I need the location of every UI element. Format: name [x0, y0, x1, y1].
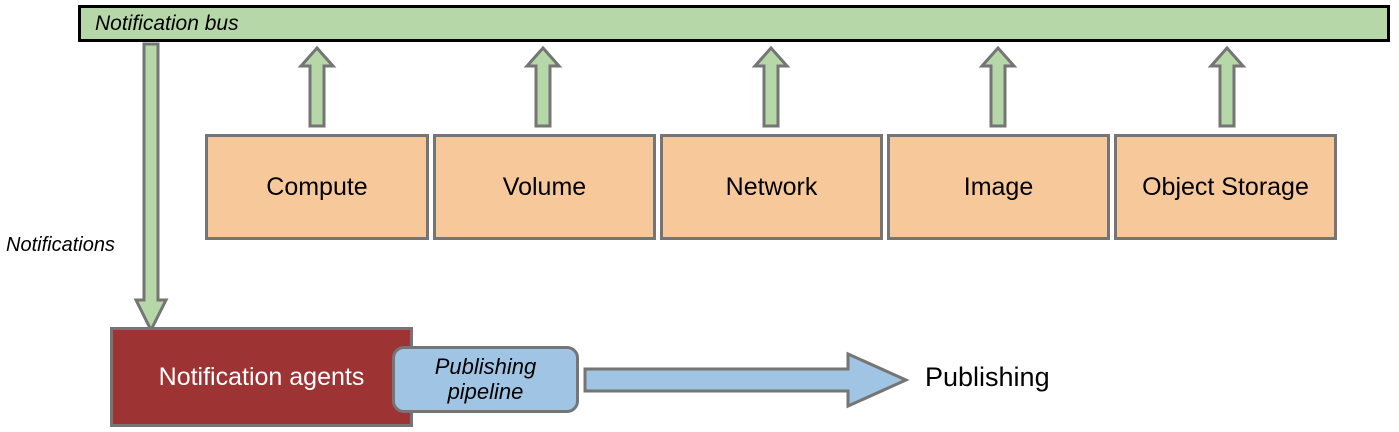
service-box-image[interactable]: Image [887, 134, 1110, 240]
notification-agents-label: Notification agents [158, 362, 365, 391]
publishing-pipeline-box[interactable]: Publishing pipeline [392, 346, 579, 413]
service-label-object-storage: Object Storage [1142, 172, 1309, 201]
notification-bus-label: Notification bus [95, 12, 239, 35]
service-box-object-storage[interactable]: Object Storage [1114, 134, 1337, 240]
publishing-label: Publishing [925, 362, 1050, 392]
notification-bus-bar: Notification bus [78, 5, 1390, 42]
service-box-compute[interactable]: Compute [205, 134, 429, 240]
service-box-network[interactable]: Network [660, 134, 883, 240]
compute-to-bus-arrow [297, 45, 337, 128]
notification-agents-box[interactable]: Notification agents [110, 327, 413, 427]
service-box-volume[interactable]: Volume [433, 134, 656, 240]
service-label-image: Image [963, 172, 1034, 201]
volume-to-bus-arrow [523, 45, 563, 128]
notifications-flow-label: Notifications [6, 234, 115, 256]
notifications-down-arrow [133, 42, 169, 334]
network-to-bus-arrow [751, 45, 791, 128]
object-storage-to-bus-arrow [1207, 45, 1247, 128]
service-label-compute: Compute [266, 172, 368, 201]
image-to-bus-arrow [978, 45, 1018, 128]
publishing-pipeline-label-line2: pipeline [447, 378, 524, 404]
publishing-pipeline-label-line1: Publishing [434, 353, 537, 379]
service-label-network: Network [725, 172, 818, 201]
publishing-right-arrow [583, 351, 910, 409]
publishing-pipeline-label: Publishing pipeline [434, 353, 537, 404]
service-label-volume: Volume [502, 172, 587, 201]
